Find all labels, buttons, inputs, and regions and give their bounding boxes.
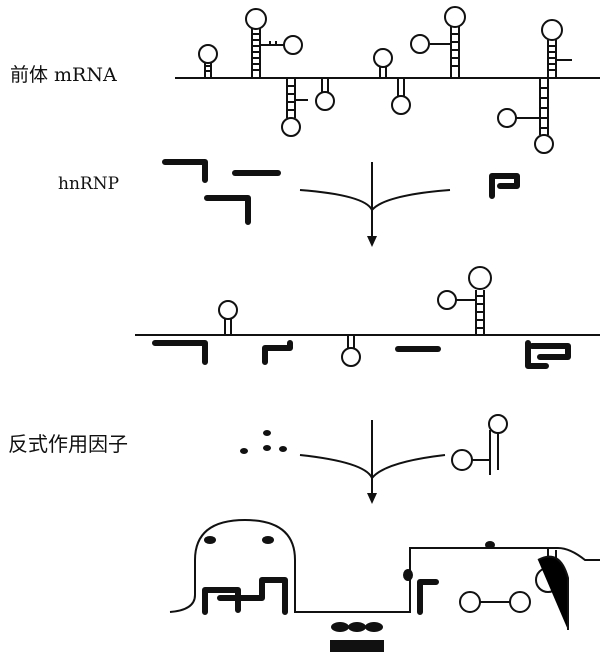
precursor-mrna-strand — [175, 6, 600, 154]
stem-loop — [497, 78, 554, 154]
stem-loop — [218, 300, 238, 335]
stem-loop — [245, 8, 303, 78]
label-hnrnp: hnRNP — [58, 174, 120, 194]
stem-loop — [541, 19, 572, 78]
stem-loop — [315, 78, 335, 111]
hnrnp-particles — [162, 159, 520, 225]
trans-factor-dots — [240, 430, 287, 454]
merge-arrow-1 — [299, 162, 451, 247]
merge-arrow-2 — [299, 420, 446, 504]
hnrnp-bound-mrna — [135, 266, 600, 369]
stem-loop — [198, 44, 218, 78]
stem-loop — [410, 6, 466, 78]
stem-loop-factor — [451, 414, 508, 475]
label-precursor-mrna: 前体 mRNA — [10, 64, 117, 86]
stem-loop — [437, 266, 492, 335]
stem-loop — [373, 48, 393, 78]
final-complex — [169, 518, 600, 652]
stem-loop — [281, 78, 308, 137]
stem-loop — [341, 335, 361, 367]
stem-loop — [391, 78, 411, 115]
label-trans-factor: 反式作用因子 — [8, 432, 128, 456]
